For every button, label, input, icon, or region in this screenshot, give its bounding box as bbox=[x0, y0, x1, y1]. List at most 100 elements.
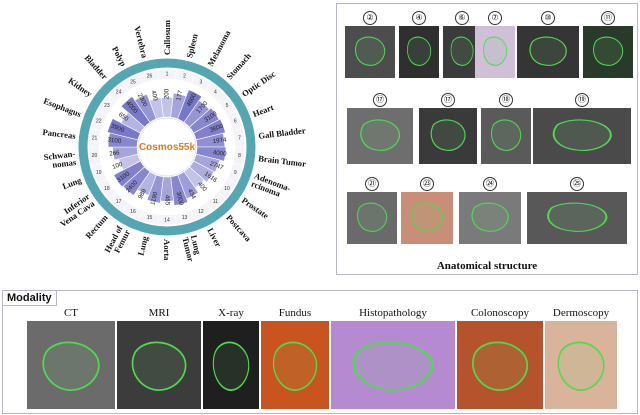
organ-label: Adenoma-rcinoma bbox=[250, 171, 292, 202]
organ-label: LungTumor bbox=[180, 234, 204, 263]
organ-label: Prostate bbox=[240, 195, 271, 221]
organ-label: Kidney bbox=[66, 75, 94, 99]
count-value: 989 bbox=[137, 187, 148, 200]
segmentation-contour bbox=[131, 341, 187, 391]
organ-label: Rectum bbox=[83, 212, 110, 241]
organ-label: Postcava bbox=[224, 213, 253, 244]
anatomy-index-badge: ⑱ bbox=[499, 93, 513, 107]
count-bar bbox=[149, 97, 164, 120]
anatomy-index-badge: ⑩ bbox=[541, 11, 555, 25]
count-value: 3000 bbox=[175, 191, 185, 207]
index-number: 1 bbox=[166, 71, 169, 77]
count-value: 1974 bbox=[212, 136, 227, 145]
organ-label: InferiorVena Cava bbox=[53, 191, 97, 229]
count-bar bbox=[120, 96, 151, 128]
count-bar bbox=[177, 89, 203, 123]
outer-ring bbox=[78, 58, 256, 236]
index-number: 7 bbox=[238, 136, 241, 142]
modality-tag: Modality bbox=[3, 291, 57, 306]
modality-label: MRI bbox=[148, 307, 170, 319]
modality-label: CT bbox=[63, 307, 79, 319]
anatomy-image bbox=[517, 26, 579, 78]
count-bar bbox=[113, 160, 145, 188]
segmentation-contour bbox=[411, 202, 443, 232]
count-bar bbox=[189, 160, 215, 183]
dataset-wheel: 2001Callosum1772Spleen46003Melanoma17004… bbox=[42, 19, 307, 263]
anatomy-index-badge: ② bbox=[363, 11, 377, 25]
index-number: 18 bbox=[104, 186, 110, 192]
organ-label: Esophagus bbox=[42, 96, 83, 120]
segmentation-contour bbox=[212, 341, 250, 391]
modality-image bbox=[457, 321, 543, 409]
anatomy-index-badge: ⑰ bbox=[441, 93, 455, 107]
segmentation-contour bbox=[529, 36, 567, 66]
segmentation-contour bbox=[355, 36, 386, 66]
index-number: 4 bbox=[214, 90, 217, 96]
count-bar bbox=[134, 93, 157, 123]
organ-label: Bladder bbox=[83, 53, 110, 82]
segmentation-contour bbox=[471, 341, 529, 391]
modality-image bbox=[261, 321, 329, 409]
index-cell bbox=[138, 69, 160, 84]
anatomy-image bbox=[443, 26, 481, 78]
anatomy-image bbox=[347, 108, 413, 164]
segmentation-contour bbox=[593, 36, 624, 66]
anatomy-image bbox=[527, 192, 627, 244]
anatomy-index-badge: ⑪ bbox=[601, 11, 615, 25]
count-bar bbox=[193, 153, 221, 173]
organ-label: Optic Disc bbox=[240, 69, 277, 99]
count-value: 4000 bbox=[212, 149, 227, 158]
index-number: 11 bbox=[213, 199, 218, 205]
center-title: Cosmos55k bbox=[139, 142, 196, 153]
anatomy-index-badge: ㉓ bbox=[420, 177, 434, 191]
anatomical-caption: Anatomical structure bbox=[436, 260, 538, 272]
segmentation-contour bbox=[42, 341, 100, 391]
organ-label: Liver bbox=[205, 226, 223, 249]
anatomy-image bbox=[481, 108, 531, 164]
organ-label: Lung bbox=[135, 234, 150, 256]
segmentation-contour bbox=[557, 341, 605, 391]
count-value: 3100 bbox=[107, 136, 122, 145]
organ-label: Heart bbox=[251, 102, 275, 119]
anatomy-index-badge: ⑦ bbox=[488, 11, 502, 25]
count-value: 650 bbox=[117, 111, 130, 123]
count-value: 400 bbox=[150, 90, 159, 102]
segmentation-contour bbox=[491, 119, 522, 151]
index-number: 19 bbox=[96, 170, 102, 176]
index-number: 13 bbox=[182, 215, 188, 221]
modality-label: Histopathology bbox=[359, 307, 427, 319]
index-number: 5 bbox=[226, 103, 229, 109]
organ-label: Gall Bladder bbox=[258, 125, 307, 141]
anatomy-index-badge: ㉔ bbox=[483, 177, 497, 191]
count-bar bbox=[146, 174, 164, 204]
count-value: 200 bbox=[164, 88, 171, 99]
organ-label: Vertebra bbox=[132, 25, 150, 60]
organ-label: Lung bbox=[61, 175, 84, 192]
segmentation-contour bbox=[450, 36, 474, 66]
count-value: 2747 bbox=[209, 160, 225, 172]
count-bar bbox=[193, 118, 226, 141]
index-number: 14 bbox=[164, 217, 170, 223]
organ-label: Callosum bbox=[162, 19, 172, 55]
anatomy-image bbox=[399, 26, 439, 78]
anatomy-image bbox=[583, 26, 633, 78]
segmentation-contour bbox=[471, 202, 509, 232]
count-value: 3900 bbox=[110, 123, 126, 135]
modality-label: Fundus bbox=[278, 307, 312, 319]
count-value: 3600 bbox=[209, 122, 225, 134]
segmentation-contour bbox=[430, 119, 466, 151]
anatomy-image bbox=[345, 26, 395, 78]
organ-label: Brain Tumor bbox=[258, 153, 307, 169]
anatomy-index-badge: ⑲ bbox=[575, 93, 589, 107]
modality-image bbox=[331, 321, 455, 409]
segmentation-contour bbox=[357, 202, 388, 232]
index-number: 2 bbox=[183, 73, 186, 79]
modality-image bbox=[117, 321, 201, 409]
segmentation-contour bbox=[547, 202, 608, 232]
segmentation-contour bbox=[483, 36, 508, 66]
index-number: 16 bbox=[130, 209, 136, 215]
center-disc bbox=[137, 117, 197, 177]
count-value: 465 bbox=[163, 195, 170, 206]
anatomy-image bbox=[401, 192, 453, 244]
